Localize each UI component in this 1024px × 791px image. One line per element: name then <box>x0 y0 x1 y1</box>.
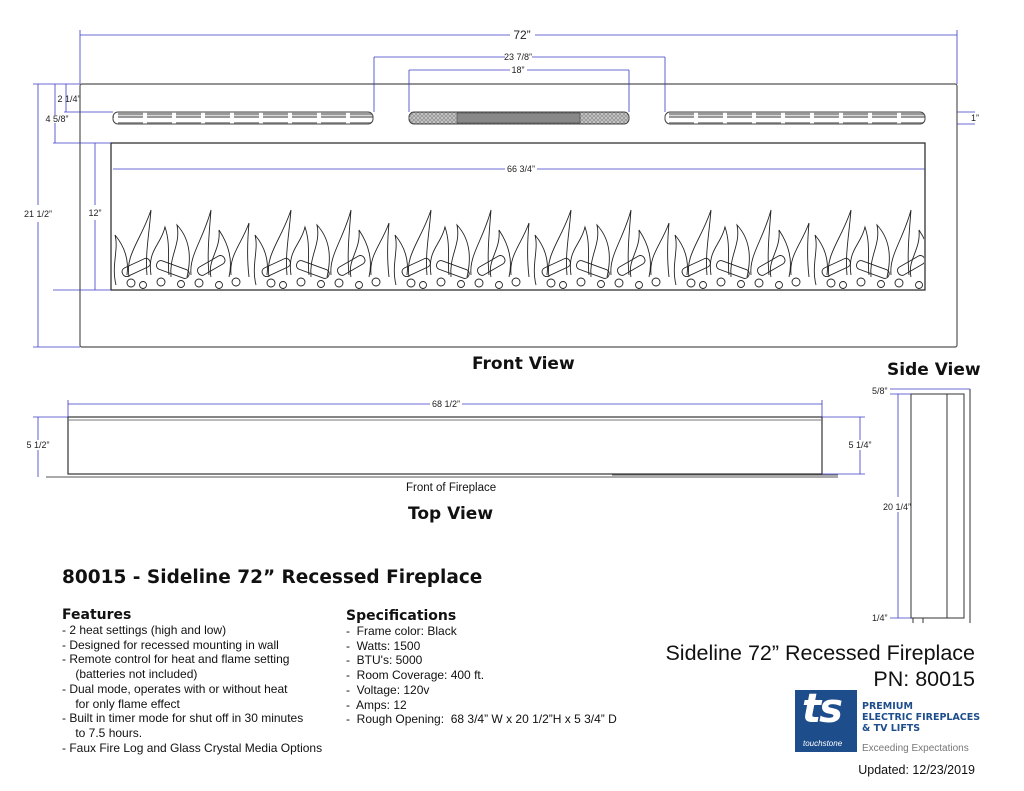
tagline-line: ELECTRIC FIREPLACES <box>862 712 981 723</box>
updated-date: Updated: 12/23/2019 <box>858 763 975 777</box>
side-view: 5/8” 20 1/4” 1/4” <box>872 386 971 623</box>
dim-vent-top: 2 1/4” <box>57 94 80 104</box>
right-vent <box>664 111 926 125</box>
dim-firebox-height: 12” <box>88 208 101 218</box>
dim-top-right-depth: 5 1/4” <box>848 440 871 450</box>
spec-item: - Watts: 1500 <box>346 638 421 653</box>
spec-item: - Amps: 12 <box>346 697 407 712</box>
dim-firebox-top: 4 5/8” <box>45 114 68 124</box>
specifications-heading: Specifications <box>346 608 457 624</box>
spec-item: - BTU's: 5000 <box>346 653 423 668</box>
product-name: Sideline 72” Recessed Fireplace <box>665 641 975 665</box>
dim-center-vent-inner: 18” <box>511 65 524 75</box>
touchstone-logo: ts touchstone <box>795 686 857 752</box>
feature-item: - Built in timer mode for shut off in 30… <box>62 711 304 726</box>
specifications-section: Specifications - Frame color: Black- Wat… <box>346 608 617 727</box>
feature-item: for only flame effect <box>62 696 180 711</box>
dim-top-left-depth: 5 1/2” <box>26 440 49 450</box>
dim-overall-height: 21 1/2” <box>24 209 52 219</box>
brand-slogan: Exceeding Expectations <box>862 743 969 754</box>
product-number: PN: 80015 <box>873 667 975 691</box>
document-title: 80015 - Sideline 72” Recessed Fireplace <box>62 567 483 588</box>
front-of-fireplace-label: Front of Fireplace <box>406 482 497 494</box>
logo-word: touchstone <box>803 739 843 748</box>
fireplace-frame <box>79 83 958 348</box>
feature-item: - Remote control for heat and flame sett… <box>62 652 290 667</box>
top-view-title: Top View <box>408 504 494 524</box>
spec-item: - Frame color: Black <box>346 624 457 638</box>
tagline-line: PREMIUM <box>862 701 913 712</box>
dim-overall-width: 72” <box>513 28 530 42</box>
feature-item: to 7.5 hours. <box>62 725 143 740</box>
top-view: 68 1/2” 5 1/2” 5 1/4” <box>26 399 872 478</box>
feature-item: (batteries not included) <box>62 667 198 682</box>
spec-item: - Room Coverage: 400 ft. <box>346 668 485 683</box>
feature-item: - 2 heat settings (high and low) <box>62 623 227 637</box>
spec-item: - Voltage: 120v <box>346 682 430 697</box>
center-vent-grille <box>456 112 581 124</box>
dim-side-top: 5/8” <box>872 386 888 396</box>
dim-firebox-width: 66 3/4” <box>507 164 535 174</box>
feature-item: - Faux Fire Log and Glass Crystal Media … <box>62 740 323 755</box>
front-dimension-lines <box>33 30 975 348</box>
dim-vent-height: 1” <box>971 113 979 123</box>
feature-item: - Designed for recessed mounting in wall <box>62 637 279 652</box>
feature-item: - Dual mode, operates with or without he… <box>62 681 288 696</box>
front-dimension-labels: 72” 23 7/8” 18” 66 3/4” 21 1/2” 12” 2 1/… <box>24 28 979 219</box>
front-view <box>79 83 958 348</box>
dim-side-height: 20 1/4” <box>883 502 911 512</box>
features-heading: Features <box>62 607 132 623</box>
firebox <box>110 142 926 291</box>
spec-item: - Rough Opening: 68 3/4” W x 20 1/2”H x … <box>346 712 617 727</box>
side-view-title: Side View <box>887 360 981 380</box>
front-view-title: Front View <box>472 354 575 374</box>
left-vent <box>112 111 374 125</box>
dim-center-vent-outer: 23 7/8” <box>504 52 532 62</box>
logo-letters: ts <box>802 686 843 732</box>
dim-top-width: 68 1/2” <box>432 399 460 409</box>
tagline-line: & TV LIFTS <box>862 723 921 734</box>
dim-side-bottom: 1/4” <box>872 613 888 623</box>
features-section: Features - 2 heat settings (high and low… <box>62 607 322 755</box>
brand-tagline: PREMIUM ELECTRIC FIREPLACES & TV LIFTS <box>862 701 980 734</box>
flame-log-media <box>112 205 924 289</box>
